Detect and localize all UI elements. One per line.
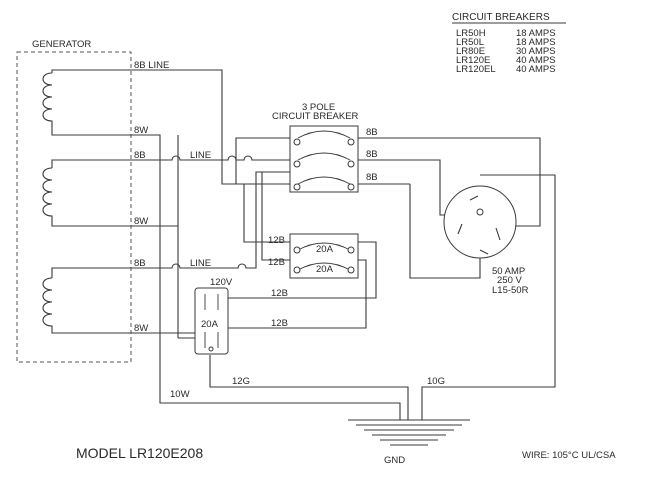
breaker-label-line2: CIRCUIT BREAKER — [272, 111, 359, 122]
wires — [131, 69, 556, 420]
breaker-in-label: 12B — [268, 235, 285, 246]
wire-label-10w: 10W — [170, 389, 190, 400]
legend-model: LR120E — [456, 55, 490, 66]
legend-model: LR120EL — [456, 64, 496, 75]
receptacle-volt-label: 120V — [210, 277, 233, 288]
legend-model: LR50L — [456, 37, 484, 48]
wire-label-8w: 8W — [134, 125, 148, 136]
receptacle-wire-label: 12B — [271, 288, 288, 299]
generator-coil-1 — [42, 72, 131, 136]
legend-row: LR120E 40 AMPS — [456, 55, 556, 66]
wire-label-12g: 12G — [232, 376, 250, 387]
three-pole-circuit-breaker: 3 POLE CIRCUIT BREAKER 8B 8B 8B — [272, 102, 378, 193]
wire-label-line: LINE — [190, 150, 211, 161]
model-label: MODEL LR120E208 — [76, 445, 203, 461]
legend-amps: 40 AMPS — [516, 55, 556, 66]
wire-label-8b-line: 8B LINE — [134, 60, 169, 71]
wire-label-line: LINE — [190, 258, 211, 269]
generator-coil-3 — [42, 277, 131, 334]
gnd-label: GND — [384, 455, 405, 466]
receptacle-50a-line2: 250 V — [497, 275, 522, 286]
receptacle-50a-line3: L15-50R — [492, 285, 529, 296]
ground-symbol: GND — [348, 419, 470, 466]
generator-coil-2 — [42, 167, 131, 227]
legend-amps: 40 AMPS — [516, 64, 556, 75]
generator-label: GENERATOR — [32, 39, 91, 50]
wire-label-8b: 8B — [134, 258, 146, 269]
legend-model: LR50H — [456, 28, 486, 39]
receptacle-120v: 120V 20A 12B 12B — [194, 277, 288, 355]
breaker-20a-label: 20A — [316, 244, 334, 255]
legend-row: LR120EL 40 AMPS — [456, 64, 556, 75]
legend-row: LR50L 18 AMPS — [456, 37, 556, 48]
wire-note: WIRE: 105°C UL/CSA — [522, 450, 616, 461]
breaker-label-line1: 3 POLE — [302, 102, 335, 113]
breaker-out-label: 8B — [366, 149, 378, 160]
circuit-breaker-legend: CIRCUIT BREAKERS LR50H 18 AMPS LR50L 18 … — [452, 12, 566, 75]
legend-row: LR80E 30 AMPS — [456, 46, 556, 57]
legend-amps: 18 AMPS — [516, 37, 556, 48]
legend-amps: 18 AMPS — [516, 28, 556, 39]
wire-label-8b: 8B — [134, 150, 146, 161]
breaker-in-label: 12B — [268, 257, 285, 268]
wire-label-8w: 8W — [134, 216, 148, 227]
legend-amps: 30 AMPS — [516, 46, 556, 57]
receptacle-50a: 50 AMP 250 V L15-50R — [443, 185, 529, 296]
legend-row: LR50H 18 AMPS — [456, 28, 556, 39]
legend-model: LR80E — [456, 46, 485, 57]
receptacle-amp-label: 20A — [201, 319, 219, 330]
breaker-20a-label: 20A — [316, 264, 334, 275]
legend-title: CIRCUIT BREAKERS — [452, 12, 550, 23]
receptacle-50a-line1: 50 AMP — [492, 266, 525, 277]
wire-label-10g: 10G — [427, 376, 445, 387]
generator-enclosure — [16, 51, 132, 363]
receptacle-wire-label: 12B — [271, 318, 288, 329]
breaker-out-label: 8B — [366, 127, 378, 138]
twenty-amp-breakers: 20A 20A 12B 12B — [268, 233, 359, 279]
generator: GENERATOR — [16, 39, 132, 363]
breaker-out-label: 8B — [366, 172, 378, 183]
wire-label-8w: 8W — [134, 323, 148, 334]
